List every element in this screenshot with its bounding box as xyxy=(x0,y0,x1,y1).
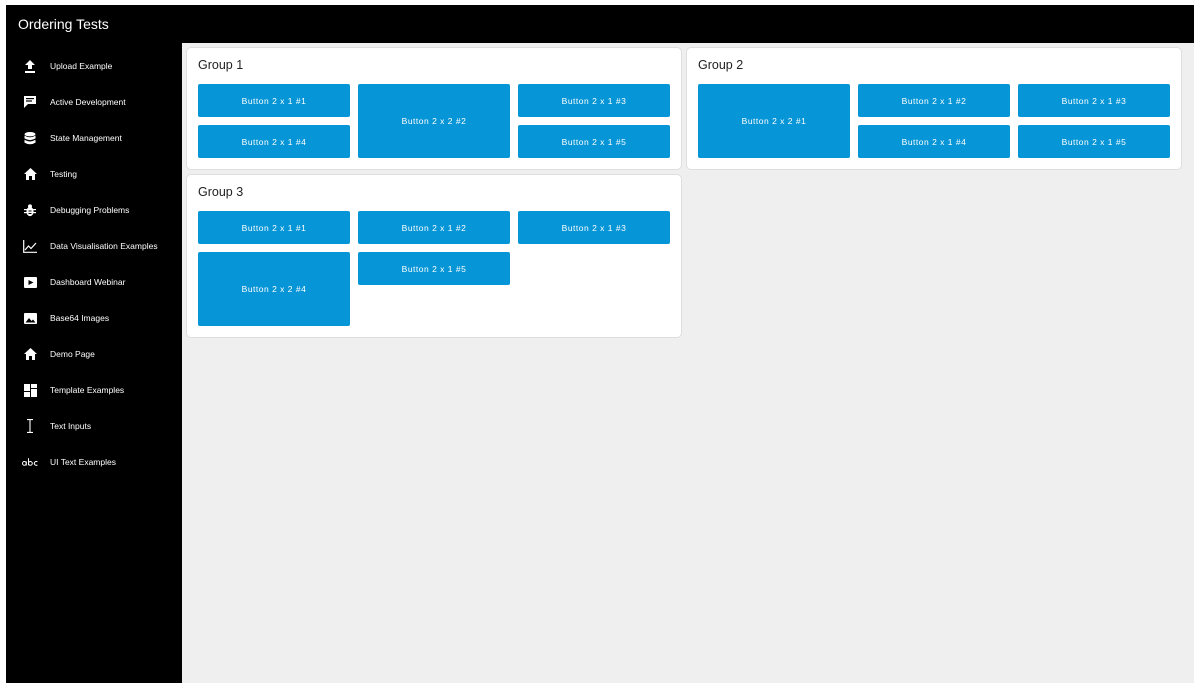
group-1-button-5[interactable]: Button 2 x 1 #5 xyxy=(518,125,670,158)
sidebar-item-template-examples[interactable]: Template Examples xyxy=(6,378,182,402)
sidebar-item-base64-images[interactable]: Base64 Images xyxy=(6,306,182,330)
app-frame: Ordering Tests Upload Example Active Dev… xyxy=(6,5,1194,683)
sidebar-item-demo-page[interactable]: Demo Page xyxy=(6,342,182,366)
sidebar-item-label: Debugging Problems xyxy=(50,205,130,215)
group-2-button-1[interactable]: Button 2 x 2 #1 xyxy=(698,84,850,158)
sidebar-item-active-development[interactable]: Active Development xyxy=(6,90,182,114)
group-1-button-2[interactable]: Button 2 x 2 #2 xyxy=(358,84,510,158)
sidebar-item-state-management[interactable]: State Management xyxy=(6,126,182,150)
sidebar-item-label: Testing xyxy=(50,169,77,179)
group-3-card: Group 3 Button 2 x 1 #1 Button 2 x 1 #2 … xyxy=(186,174,682,338)
sidebar-item-testing[interactable]: Testing xyxy=(6,162,182,186)
group-1-button-1[interactable]: Button 2 x 1 #1 xyxy=(198,84,350,117)
group-1-button-4[interactable]: Button 2 x 1 #4 xyxy=(198,125,350,158)
text-cursor-icon xyxy=(22,418,38,434)
group-3-button-3[interactable]: Button 2 x 1 #3 xyxy=(518,211,670,244)
video-camera-icon xyxy=(22,274,38,290)
sidebar-item-debugging-problems[interactable]: Debugging Problems xyxy=(6,198,182,222)
group-title: Group 3 xyxy=(198,185,244,199)
group-1-card: Group 1 Button 2 x 1 #1 Button 2 x 2 #2 … xyxy=(186,47,682,170)
group-3-button-4[interactable]: Button 2 x 2 #4 xyxy=(198,252,350,326)
sidebar-item-label: State Management xyxy=(50,133,122,143)
group-2-card: Group 2 Button 2 x 2 #1 Button 2 x 1 #2 … xyxy=(686,47,1182,170)
group-3-button-2[interactable]: Button 2 x 1 #2 xyxy=(358,211,510,244)
bug-icon xyxy=(22,202,38,218)
group-2-button-4[interactable]: Button 2 x 1 #4 xyxy=(858,125,1010,158)
image-icon xyxy=(22,310,38,326)
group-title: Group 2 xyxy=(698,58,744,72)
sidebar-item-data-visualisation-examples[interactable]: Data Visualisation Examples xyxy=(6,234,182,258)
sidebar-item-label: Dashboard Webinar xyxy=(50,277,126,287)
group-2-button-5[interactable]: Button 2 x 1 #5 xyxy=(1018,125,1170,158)
sidebar-item-label: Data Visualisation Examples xyxy=(50,241,158,251)
group-2-button-2[interactable]: Button 2 x 1 #2 xyxy=(858,84,1010,117)
home-icon xyxy=(22,346,38,362)
group-3-button-5[interactable]: Button 2 x 1 #5 xyxy=(358,252,510,285)
sidebar-item-label: Upload Example xyxy=(50,61,113,71)
line-chart-icon xyxy=(22,238,38,254)
sidebar-item-upload-example[interactable]: Upload Example xyxy=(6,54,182,78)
sidebar-item-text-inputs[interactable]: Text Inputs xyxy=(6,414,182,438)
page-title: Ordering Tests xyxy=(18,16,109,32)
group-2-button-3[interactable]: Button 2 x 1 #3 xyxy=(1018,84,1170,117)
sidebar-item-label: Demo Page xyxy=(50,349,95,359)
abc-icon xyxy=(22,454,38,470)
group-title: Group 1 xyxy=(198,58,244,72)
group-1-button-3[interactable]: Button 2 x 1 #3 xyxy=(518,84,670,117)
sidebar: Upload Example Active Development State … xyxy=(6,43,182,683)
sidebar-item-label: Text Inputs xyxy=(50,421,92,431)
upload-icon xyxy=(22,58,38,74)
feedback-icon xyxy=(22,94,38,110)
app-header: Ordering Tests xyxy=(6,5,1194,43)
sidebar-item-label: Base64 Images xyxy=(50,313,110,323)
dashboard-icon xyxy=(22,382,38,398)
sidebar-item-ui-text-examples[interactable]: UI Text Examples xyxy=(6,450,182,474)
sidebar-item-dashboard-webinar[interactable]: Dashboard Webinar xyxy=(6,270,182,294)
sidebar-item-label: UI Text Examples xyxy=(50,457,116,467)
database-icon xyxy=(22,130,38,146)
group-3-button-1[interactable]: Button 2 x 1 #1 xyxy=(198,211,350,244)
sidebar-item-label: Template Examples xyxy=(50,385,125,395)
home-icon xyxy=(22,166,38,182)
sidebar-item-label: Active Development xyxy=(50,97,126,107)
